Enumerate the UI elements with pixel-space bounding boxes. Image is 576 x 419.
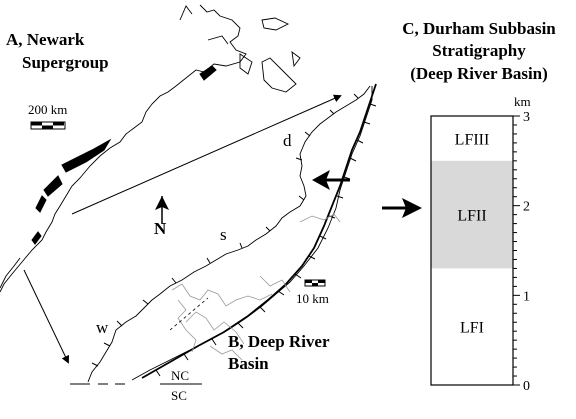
panel-a-scale-bar [30, 121, 66, 130]
rift-basins [31, 65, 217, 245]
coastline-map [0, 4, 301, 293]
subbasin-label-d: d [283, 131, 292, 150]
projection-line-upper [71, 94, 342, 215]
dashed-fault [169, 297, 209, 331]
strat-unit-label-lfiii: LFIII [455, 131, 490, 148]
state-label-sc: SC [171, 388, 187, 403]
drainage-network [171, 213, 341, 361]
panel-b-scale-label: 10 km [296, 291, 329, 306]
lfii-pointer-arrow [382, 198, 422, 218]
panel-a-title-line1: A, Newark [6, 30, 85, 49]
stratigraphic-column: LFIII LFII LFI [430, 115, 514, 386]
state-label-nc: NC [171, 368, 189, 383]
north-arrow [155, 196, 169, 224]
panel-c-title-line3: (Deep River Basin) [410, 64, 548, 83]
panel-c-title-line1: C, Durham Subbasin [402, 19, 556, 38]
projection-line-lower [23, 269, 70, 364]
north-label: N [154, 219, 167, 238]
border-fault [141, 83, 377, 379]
subbasin-label-s: s [220, 225, 227, 244]
depth-axis: 3 2 1 0 [513, 110, 530, 394]
subbasin-label-w: w [96, 318, 109, 337]
panel-c-title-line2: Stratigraphy [432, 41, 526, 60]
panel-a-title-line2: Supergroup [22, 53, 109, 72]
strat-unit-lfii [431, 160, 513, 269]
panel-b-title-line2: Basin [228, 354, 269, 373]
depth-axis-unit: km [514, 94, 531, 109]
strat-unit-label-lfi: LFI [460, 320, 484, 337]
strat-unit-lfiii [431, 116, 513, 161]
panel-a-scale-label: 200 km [28, 102, 67, 117]
axis-tick-label: 3 [523, 110, 530, 125]
durham-location-arrow [312, 170, 350, 190]
axis-tick-label: 0 [523, 379, 530, 394]
strat-unit-lfi [431, 268, 513, 385]
panel-b-scale-bar [304, 279, 326, 287]
fault-ticks [91, 93, 377, 377]
panel-b-title-line1: B, Deep River [228, 332, 330, 351]
axis-tick-label: 1 [523, 289, 530, 304]
strat-unit-label-lfii: LFII [457, 208, 486, 225]
axis-tick-label: 2 [523, 200, 530, 215]
